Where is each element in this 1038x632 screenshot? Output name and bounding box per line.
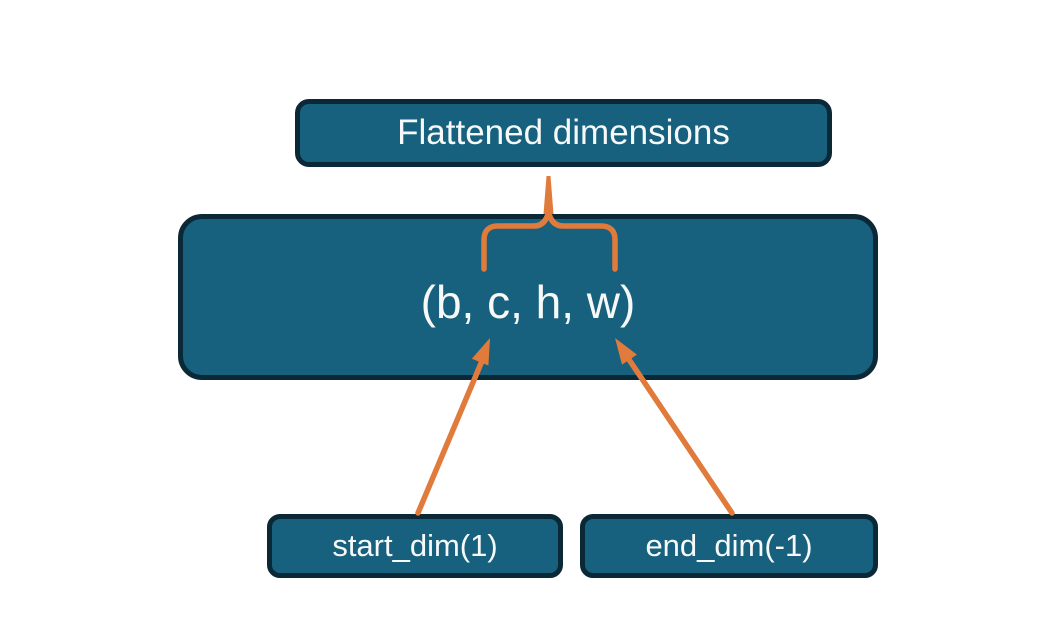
flattened-dimensions-box: Flattened dimensions xyxy=(295,99,832,167)
start-dim-label: start_dim(1) xyxy=(332,528,498,563)
tensor-shape-label: (b, c, h, w) xyxy=(420,276,636,328)
start-dim-box: start_dim(1) xyxy=(267,514,563,578)
end-dim-box: end_dim(-1) xyxy=(580,514,878,578)
start-dim-arrow-shaft xyxy=(415,358,485,516)
connector-stem-icon xyxy=(543,176,554,214)
end-dim-arrow-shaft xyxy=(625,355,735,516)
flattened-dimensions-label: Flattened dimensions xyxy=(397,113,730,152)
end-dim-label: end_dim(-1) xyxy=(645,528,813,563)
tensor-shape-box: (b, c, h, w) xyxy=(178,214,878,380)
